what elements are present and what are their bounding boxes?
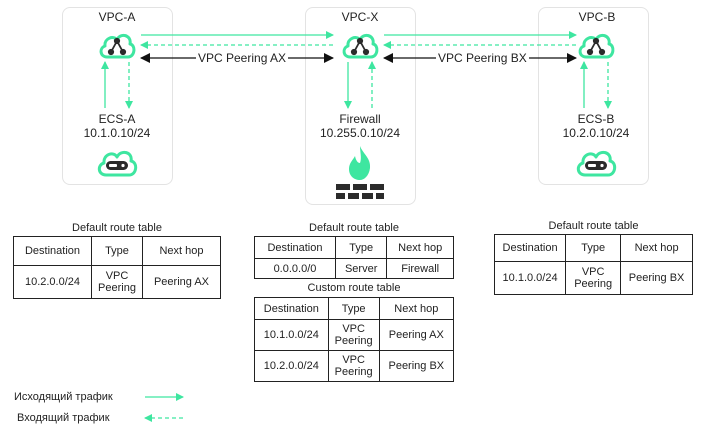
table-cell: Peering BX [378, 350, 455, 382]
column-header: Next hop [142, 236, 221, 266]
table-cell: Peering AX [378, 319, 455, 351]
column-header: Destination [254, 297, 329, 320]
table-cell: Peering AX [142, 265, 221, 299]
vpc-b-container [538, 7, 649, 185]
firewall-cidr: 10.255.0.10/24 [319, 126, 401, 140]
table-cell: 10.1.0.0/24 [493, 261, 567, 295]
table-cell: Firewall [386, 258, 454, 279]
column-header: Next hop [378, 297, 455, 320]
ecs-a-cidr: 10.1.0.10/24 [83, 126, 151, 140]
column-header: Next hop [386, 236, 454, 259]
column-header: Destination [13, 236, 92, 266]
ecs-a-server-icon [95, 145, 139, 184]
peering-ax-label: VPC Peering AX [196, 51, 289, 65]
table-cell: 10.2.0.0/24 [254, 350, 329, 382]
vpc-a-router-icon [97, 27, 137, 66]
table-cell: VPC Peering [327, 319, 380, 351]
column-header: Type [334, 236, 388, 259]
vpc-a-container [62, 7, 173, 185]
ecs-b-name: ECS-B [577, 112, 615, 126]
table-cell: VPC Peering [565, 261, 622, 295]
column-header: Type [91, 236, 143, 266]
vpc-a-route-table-caption: Default route table [72, 222, 162, 234]
table-header-row: Destination Type Next hop [13, 236, 221, 266]
vpc-x-container [305, 7, 416, 205]
table-row: 10.1.0.0/24 VPC Peering Peering BX [493, 261, 693, 295]
table-cell: 10.2.0.0/24 [13, 265, 92, 299]
column-header: Destination [254, 236, 336, 259]
table-header-row: Destination Type Next hop [493, 234, 693, 262]
vpc-x-default-route-table: Destination Type Next hop 0.0.0.0/0 Serv… [254, 236, 454, 279]
vpc-b-router-icon [576, 27, 616, 66]
table-cell: 0.0.0.0/0 [254, 258, 336, 279]
vpc-x-custom-route-table-caption: Custom route table [307, 282, 401, 294]
table-header-row: Destination Type Next hop [254, 297, 455, 320]
vpc-a-route-table: Destination Type Next hop 10.2.0.0/24 VP… [13, 236, 221, 299]
peering-bx-label: VPC Peering BX [436, 51, 529, 65]
table-row: 0.0.0.0/0 Server Firewall [254, 258, 454, 279]
vpc-x-default-route-table-caption: Default route table [309, 222, 399, 234]
table-row: 10.2.0.0/24 VPC Peering Peering BX [254, 350, 455, 382]
ecs-a-name: ECS-A [98, 112, 136, 126]
column-header: Destination [493, 234, 567, 262]
vpc-a-title: VPC-A [98, 10, 136, 24]
ecs-b-cidr: 10.2.0.10/24 [562, 126, 630, 140]
table-row: 10.1.0.0/24 VPC Peering Peering AX [254, 319, 455, 351]
legend-inbound-label: Входящий трафик [17, 412, 110, 424]
vpc-x-router-icon [340, 27, 380, 66]
column-header: Next hop [620, 234, 693, 262]
vpc-x-custom-route-table: Destination Type Next hop 10.1.0.0/24 VP… [254, 297, 455, 382]
vpc-b-route-table-caption: Default route table [548, 220, 639, 232]
column-header: Type [565, 234, 622, 262]
table-cell: VPC Peering [91, 265, 143, 299]
table-cell: Server [334, 258, 388, 279]
table-header-row: Destination Type Next hop [254, 236, 454, 259]
firewall-name: Firewall [339, 112, 381, 126]
table-cell: 10.1.0.0/24 [254, 319, 329, 351]
firewall-icon [333, 144, 387, 207]
ecs-b-server-icon [574, 145, 618, 184]
column-header: Type [327, 297, 380, 320]
vpc-b-title: VPC-B [578, 10, 616, 24]
legend-outbound-label: Исходящий трафик [14, 391, 113, 403]
vpc-b-route-table: Destination Type Next hop 10.1.0.0/24 VP… [493, 234, 693, 295]
table-row: 10.2.0.0/24 VPC Peering Peering AX [13, 265, 221, 299]
vpc-x-title: VPC-X [341, 10, 379, 24]
table-cell: VPC Peering [327, 350, 380, 382]
table-cell: Peering BX [620, 261, 693, 295]
